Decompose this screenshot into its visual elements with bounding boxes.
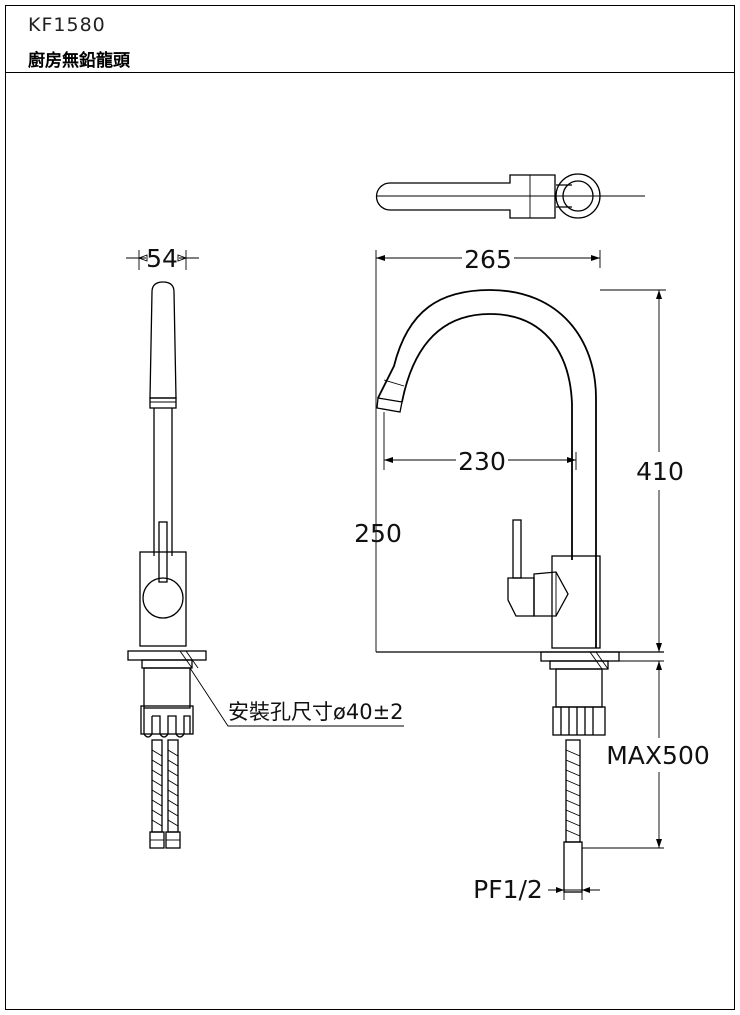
model-number: KF1580 [28, 14, 106, 36]
front-view: 265 230 250 410 [354, 245, 710, 904]
top-view [375, 173, 645, 219]
dim-connector: PF1/2 [473, 875, 543, 904]
dim-spout-height: 250 [354, 519, 402, 548]
dim-side-width: 54 [146, 244, 178, 273]
side-view: 54 安裝孔尺寸ø40±2 [126, 244, 404, 849]
dim-max-hose: MAX500 [606, 741, 710, 770]
dim-spout-reach: 230 [458, 447, 506, 476]
dim-front-width: 265 [464, 245, 512, 274]
drawing-sheet-border [5, 5, 735, 1010]
header-divider [5, 72, 735, 73]
product-name: 廚房無鉛龍頭 [28, 51, 130, 71]
dim-mount-hole: 安裝孔尺寸ø40±2 [228, 700, 404, 724]
dim-total-height: 410 [636, 457, 684, 486]
